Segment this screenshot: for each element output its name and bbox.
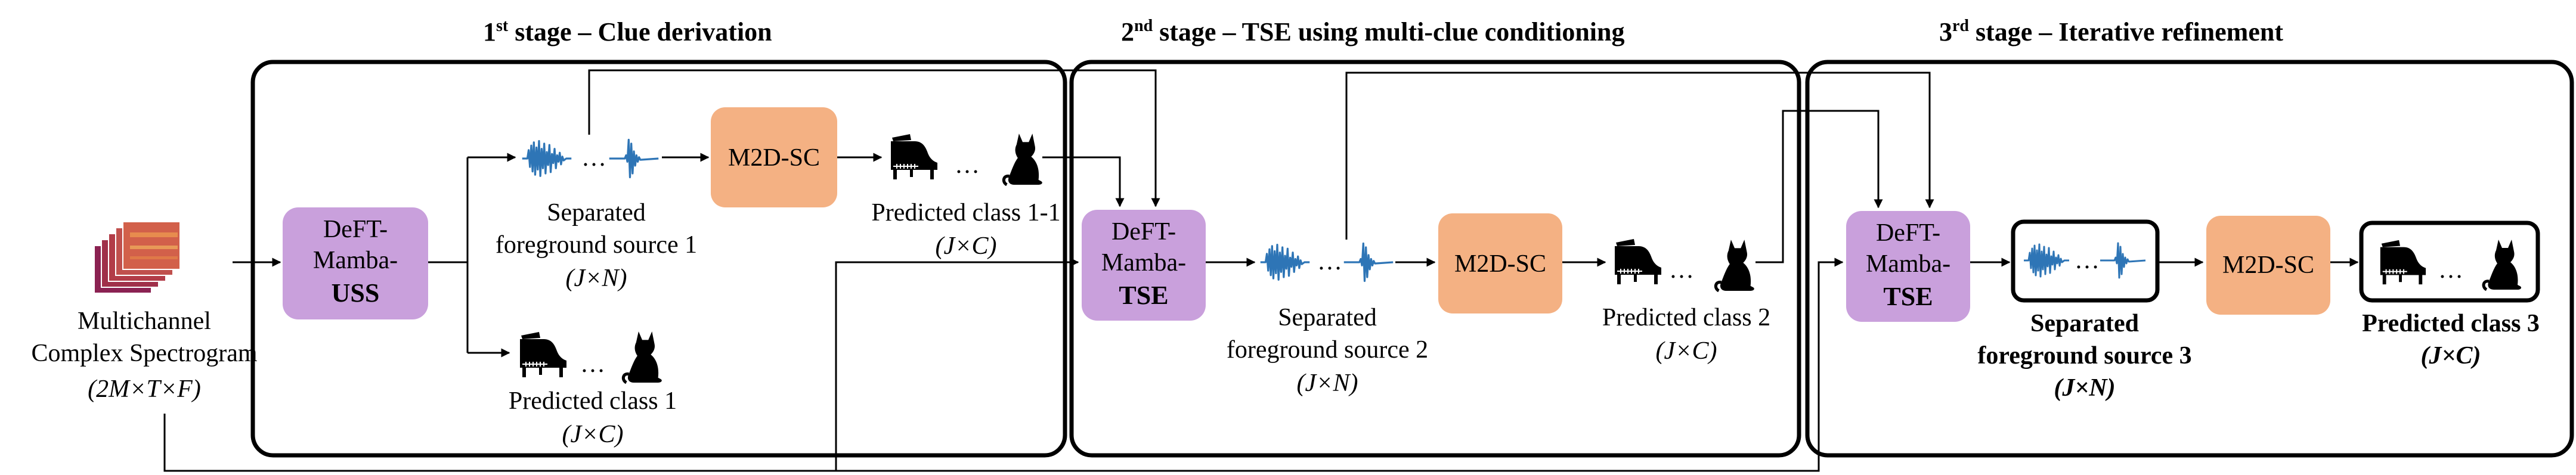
input-label-line2: Complex Spectrogram — [31, 340, 257, 367]
dots-pred11: … — [955, 151, 980, 179]
waveform-icon — [1259, 243, 1311, 281]
pred1-label: Predicted class 1 — [509, 387, 677, 415]
uss-block — [283, 207, 428, 319]
cat-icon — [1004, 134, 1042, 185]
tse-block-3-line3: TSE — [1883, 282, 1933, 311]
m2d-sc-block-2 — [1438, 213, 1562, 313]
waveform-icon — [521, 139, 572, 178]
spectrogram-icon — [94, 221, 181, 294]
cat-icon — [2484, 240, 2521, 290]
waveform-icon — [1343, 242, 1394, 282]
sep1-dims: (J×N) — [566, 265, 627, 292]
sep2-dims: (J×N) — [1297, 370, 1358, 397]
dots-pred2: … — [1669, 256, 1694, 284]
pred11-label: Predicted class 1-1 — [871, 199, 1060, 226]
sep3-label-line1: Separated — [2030, 310, 2139, 337]
dots-sep2: … — [1317, 248, 1342, 275]
dots-sep3: … — [2075, 247, 2100, 274]
tse-block-2-line1: DeFT- — [1111, 218, 1176, 246]
piano-icon — [519, 331, 568, 378]
waveform-icon — [2099, 242, 2147, 279]
uss-block-line3: USS — [332, 278, 380, 308]
tse-block-3-line1: DeFT- — [1876, 219, 1940, 247]
pred2-label: Predicted class 2 — [1602, 304, 1770, 331]
piano-icon — [2379, 239, 2427, 285]
piano-icon — [890, 133, 939, 181]
cat-icon — [1716, 240, 1754, 291]
tse-block-3-line2: Mamba- — [1866, 250, 1950, 278]
piano-icon — [1614, 238, 1662, 285]
pred2-dims: (J×C) — [1656, 337, 1717, 365]
tse-block-3 — [1846, 211, 1970, 322]
tse-block-2-line3: TSE — [1119, 281, 1168, 310]
pred11-dims: (J×C) — [936, 232, 997, 260]
sep2-label-line1: Separated — [1278, 304, 1377, 331]
pred3-label: Predicted class 3 — [2362, 310, 2540, 337]
stage-3-frame — [1805, 60, 2574, 458]
tse-block-2-line2: Mamba- — [1101, 249, 1186, 277]
stage-1-title: 1st stage – Clue derivation — [483, 17, 772, 46]
waveform-icon — [608, 138, 660, 179]
tse-block-2 — [1082, 210, 1206, 321]
uss-block-line2: Mamba- — [313, 247, 398, 274]
pred3-dims: (J×C) — [2421, 342, 2481, 370]
input-label-line1: Multichannel — [78, 308, 211, 335]
pred1-dims: (J×C) — [562, 421, 624, 448]
input-dims: (2M×T×F) — [88, 375, 201, 403]
stage-2-title: 2nd stage – TSE using multi-clue conditi… — [1121, 17, 1625, 46]
m2d-sc-block-3 — [2206, 216, 2330, 315]
sep1-label-line2: foreground source 1 — [496, 231, 697, 259]
m2d-sc-block-2-label: M2D-SC — [1454, 250, 1546, 278]
sep3-label-line2: foreground source 3 — [1977, 342, 2191, 370]
dots-pred3: … — [2438, 256, 2463, 284]
stage-3-title: 3rd stage – Iterative refinement — [1939, 17, 2283, 46]
uss-block-line1: DeFT- — [323, 216, 388, 243]
sep1-label-line1: Separated — [547, 199, 646, 226]
connector-lines — [163, 69, 2359, 472]
dots-sep1: … — [581, 144, 606, 172]
sep3-output-frame — [2011, 219, 2160, 303]
dots-pred1: … — [580, 350, 605, 378]
waveform-icon — [2023, 243, 2070, 278]
sep2-label-line2: foreground source 2 — [1227, 336, 1428, 364]
cat-icon — [623, 331, 661, 383]
m2d-sc-block-1 — [711, 107, 837, 207]
sep3-dims: (J×N) — [2054, 374, 2115, 402]
pred3-output-frame — [2359, 221, 2540, 303]
m2d-sc-block-1-label: M2D-SC — [728, 144, 820, 172]
stage-1-frame — [250, 60, 1067, 458]
m2d-sc-block-3-label: M2D-SC — [2222, 252, 2314, 279]
